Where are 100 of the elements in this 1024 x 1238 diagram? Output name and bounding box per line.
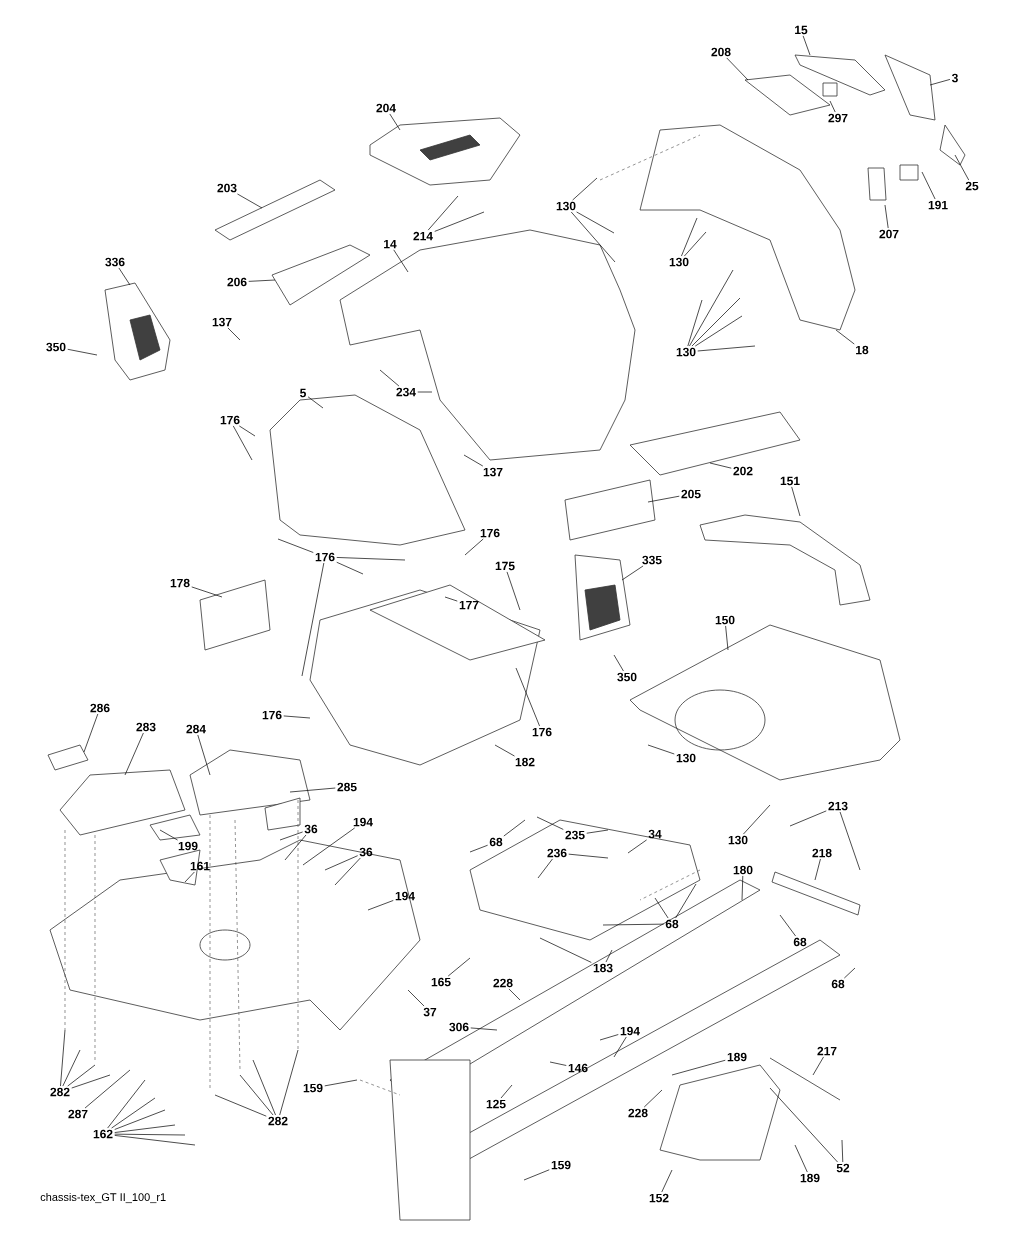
callout-number: 199 <box>178 841 198 851</box>
callout-number: 52 <box>836 1163 850 1173</box>
callout-number: 335 <box>642 555 662 565</box>
callout-number: 234 <box>396 387 416 397</box>
leader-line <box>301 562 325 677</box>
callout-number: 194 <box>353 817 373 827</box>
callout-number: 176 <box>220 415 240 425</box>
callout-number: 176 <box>480 528 500 538</box>
leader-line <box>621 565 644 581</box>
leader-line <box>238 425 256 437</box>
leader-line <box>769 1087 838 1163</box>
callout-number: 285 <box>337 782 357 792</box>
leader-line <box>814 858 821 881</box>
leader-line <box>84 1069 131 1109</box>
leader-line <box>536 816 564 830</box>
callout-number: 202 <box>733 466 753 476</box>
callout-number: 146 <box>568 1063 588 1073</box>
caption: chassis-tex_GT II_100_r1 <box>40 1192 166 1204</box>
callout-number: 306 <box>449 1022 469 1032</box>
callout-number: 150 <box>715 615 735 625</box>
leader-line <box>789 810 827 827</box>
leader-line <box>277 538 314 553</box>
leader-line <box>114 1109 166 1130</box>
callout-number: 350 <box>46 342 66 352</box>
callout-number: 165 <box>431 977 451 987</box>
leader-line <box>841 1139 844 1163</box>
callout-number: 235 <box>565 830 585 840</box>
callout-number: 130 <box>669 257 689 267</box>
leader-line <box>124 732 144 776</box>
callout-number: 176 <box>532 727 552 737</box>
callout-number: 176 <box>262 710 282 720</box>
leader-line <box>283 715 311 719</box>
callout-number: 282 <box>50 1087 70 1097</box>
callout-number: 3 <box>951 73 958 83</box>
leader-line <box>613 654 624 672</box>
leader-line <box>599 1034 619 1041</box>
leader-line <box>71 1074 111 1089</box>
callout-number: 207 <box>879 229 899 239</box>
callout-number: 286 <box>90 703 110 713</box>
leader-line <box>336 561 364 575</box>
leader-line <box>111 1097 156 1129</box>
leader-line <box>67 348 98 356</box>
leader-line <box>684 231 707 257</box>
leader-line <box>954 154 970 181</box>
leader-line <box>537 858 553 879</box>
leader-line <box>367 900 394 911</box>
leader-line <box>675 883 697 919</box>
leader-line <box>671 1059 726 1076</box>
callout-number: 189 <box>800 1173 820 1183</box>
callout-number: 213 <box>828 801 848 811</box>
leader-line <box>654 897 669 919</box>
callout-number: 182 <box>515 757 535 767</box>
callout-number: 218 <box>812 848 832 858</box>
leader-line <box>379 369 400 387</box>
leader-line <box>284 834 307 861</box>
callout-number: 206 <box>227 277 247 287</box>
leader-line <box>613 1036 627 1058</box>
callout-number: 34 <box>648 829 662 839</box>
leader-line <box>523 1169 550 1181</box>
callout-number: 130 <box>676 347 696 357</box>
callout-number: 236 <box>547 848 567 858</box>
callout-number: 336 <box>105 257 125 267</box>
leader-line <box>779 914 796 937</box>
callout-number: 180 <box>733 865 753 875</box>
leader-line <box>469 844 488 853</box>
leader-line <box>444 596 458 602</box>
leader-line <box>741 875 744 901</box>
leader-line <box>572 177 598 201</box>
callout-number: 176 <box>315 552 335 562</box>
leader-line <box>114 1124 176 1133</box>
leader-line <box>503 819 526 837</box>
leader-line <box>605 949 613 963</box>
callout-number: 18 <box>856 345 869 355</box>
leader-line <box>191 586 223 598</box>
leader-line <box>697 345 756 352</box>
callout-number: 204 <box>376 103 396 113</box>
leader-line <box>197 734 211 776</box>
leader-line <box>336 557 406 561</box>
leader-line <box>279 1049 299 1116</box>
leader-line <box>602 923 664 926</box>
leader-line <box>921 171 936 200</box>
callout-number: 68 <box>489 837 503 847</box>
leader-line <box>83 713 99 753</box>
leader-line <box>687 299 703 347</box>
leader-line <box>60 1029 66 1087</box>
leader-line <box>802 35 811 56</box>
leader-line <box>239 1074 274 1116</box>
leader-line <box>570 211 616 263</box>
callout-number: 68 <box>793 937 807 947</box>
callout-number: 15 <box>795 25 808 35</box>
leader-line <box>114 1133 186 1136</box>
leader-line <box>794 1144 808 1173</box>
callout-number: 14 <box>384 239 397 249</box>
callout-number: 5 <box>300 388 306 398</box>
leader-line <box>289 787 336 793</box>
leader-line <box>508 988 521 1001</box>
leader-line <box>725 625 729 651</box>
leader-line <box>681 217 698 257</box>
callout-number: 25 <box>965 181 979 191</box>
leader-line <box>67 1064 96 1087</box>
